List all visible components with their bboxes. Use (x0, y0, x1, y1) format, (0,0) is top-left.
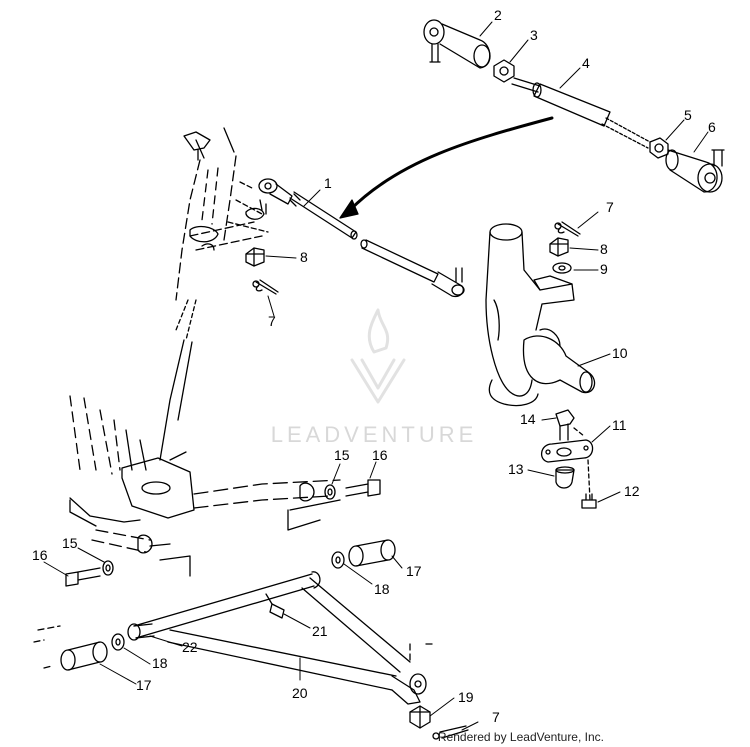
callout-16-left: 16 (32, 547, 48, 563)
tie-rod-middle (360, 239, 465, 298)
callout-16-right: 16 (372, 447, 388, 463)
bushing-17-left (60, 641, 108, 671)
callout-15-right: 15 (334, 447, 350, 463)
callout-6: 6 (708, 119, 716, 135)
washer-18-right (331, 551, 345, 569)
callout-8-left: 8 (300, 249, 308, 265)
callout-2: 2 (494, 7, 502, 23)
callout-8-right: 8 (600, 241, 608, 257)
render-credit: Rendered by LeadVenture, Inc. (437, 730, 604, 744)
callout-14: 14 (520, 411, 536, 427)
castle-nut-left (245, 247, 265, 267)
callout-13: 13 (508, 461, 524, 477)
bushing-17-right (348, 539, 396, 567)
castle-nut-19 (409, 705, 431, 729)
washer-15-left (102, 560, 114, 576)
bolt-16-right (345, 479, 381, 497)
bolt-16-left (65, 567, 101, 587)
pivot-bracket-left (137, 534, 191, 577)
callout-11: 11 (612, 417, 627, 433)
curved-arrow (339, 116, 554, 219)
callout-18-left: 18 (152, 655, 168, 671)
callout-9: 9 (600, 261, 608, 277)
steering-post (159, 127, 269, 461)
bolt-14 (555, 409, 575, 441)
washer-15-right (324, 484, 336, 500)
callout-19: 19 (458, 689, 474, 705)
washer-9 (552, 262, 572, 274)
leader-lines (43, 21, 709, 731)
callout-7-bottom: 7 (492, 709, 500, 725)
cotter-pin-bottom (432, 725, 469, 740)
tie-rod-end-right (665, 149, 725, 193)
callout-numbers: 1 2 3 4 5 6 7 8 9 10 11 12 13 14 15 16 1… (32, 7, 716, 725)
tie-rod-end-left (423, 19, 491, 69)
callout-18-right: 18 (374, 581, 390, 597)
callout-12: 12 (624, 483, 640, 499)
callout-1: 1 (324, 175, 332, 191)
callout-22: 22 (182, 639, 198, 655)
ball-joint (555, 466, 575, 489)
callout-10: 10 (612, 345, 628, 361)
jam-nut-3 (493, 59, 515, 83)
callout-7-left: 7 (268, 313, 276, 329)
callout-17-right: 17 (406, 563, 422, 579)
callout-7-right: 7 (606, 199, 614, 215)
tie-rod-end-inner (245, 178, 293, 220)
a-arm (33, 571, 433, 705)
cotter-pin-right (554, 221, 581, 237)
callout-15-left: 15 (62, 535, 78, 551)
callout-5: 5 (684, 107, 692, 123)
grease-fitting (265, 593, 285, 619)
castle-nut-right (549, 237, 569, 257)
washer-18-left (111, 633, 125, 651)
cotter-pin-left (252, 279, 279, 295)
bolt-12 (581, 459, 597, 509)
brand-watermark: LEADVENTURE (271, 422, 478, 447)
spindle (485, 223, 596, 407)
callout-21: 21 (312, 623, 328, 639)
jam-nut-5 (649, 137, 669, 159)
frame-section (69, 395, 341, 553)
ball-joint-plate (541, 427, 594, 463)
tie-rod-assembly (289, 191, 358, 240)
callout-17-left: 17 (136, 677, 152, 693)
pivot-bracket-right (287, 482, 341, 531)
flame-v-logo (350, 308, 406, 404)
callout-4: 4 (582, 55, 590, 71)
callout-3: 3 (530, 27, 538, 43)
tie-rod-4 (511, 77, 651, 149)
callout-20: 20 (292, 685, 308, 701)
